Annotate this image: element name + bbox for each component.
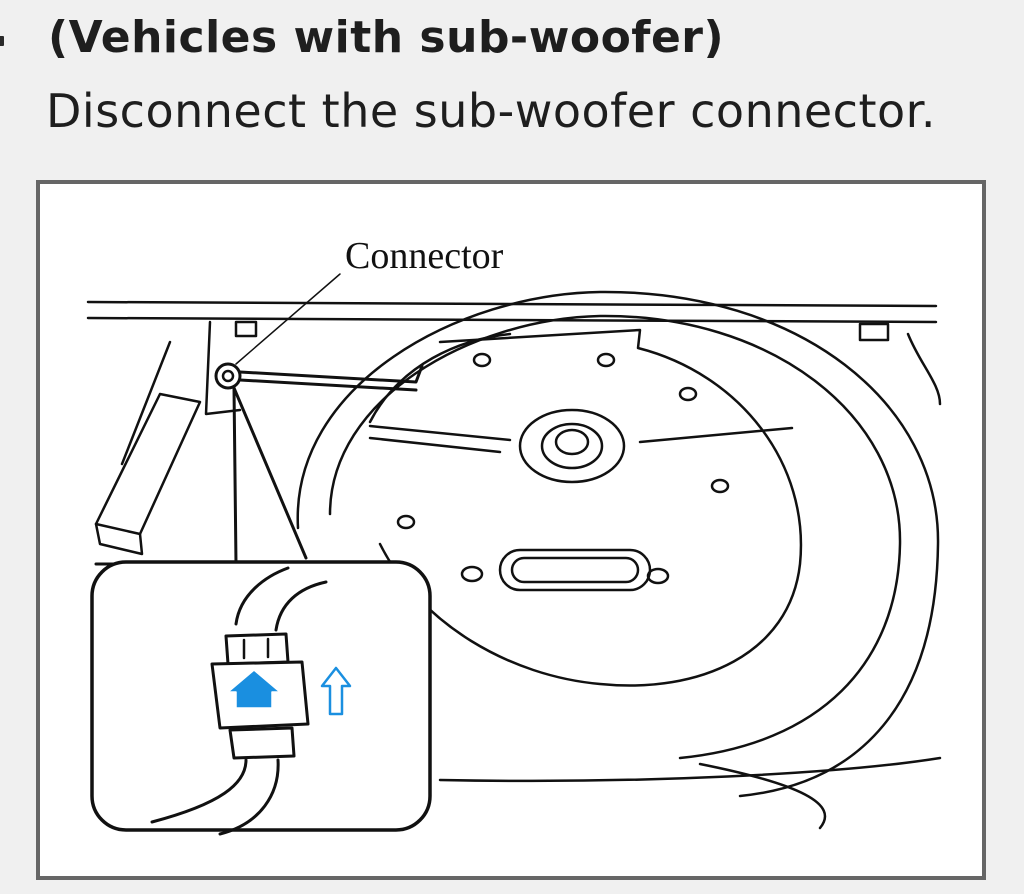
trim-panel-left-bottom [94,522,144,556]
lug-hole [710,478,730,494]
list-bullet [0,36,4,46]
wheel-rim [378,328,803,687]
connector-callout-label: Connector [345,235,504,277]
wheel-contour-left-2 [368,436,502,454]
connector-clip [214,362,242,390]
lug-hole [460,565,484,583]
zoom-pointer-right [232,386,308,560]
inset-connector-plug [228,726,296,760]
floor-curve [698,762,827,830]
trunk-tab [858,322,890,342]
tire-outer-edge [296,290,940,798]
wheel-hub-outer [518,408,626,484]
inset-cable-bottom-edge [218,758,280,836]
step-heading: (Vehicles with sub-woofer) [48,12,725,63]
lug-hole [472,352,492,368]
step-instruction: Disconnect the sub-woofer connector. [46,84,936,138]
trunk-edge-lower [86,316,938,324]
lug-hole [396,514,416,530]
connector-illustration: Connector [36,180,986,880]
tire-inner-edge [328,314,902,760]
trunk-side-contour [906,332,942,406]
wheel-hub-middle [540,422,604,470]
trim-bracket [204,320,242,416]
wheel-contour-right [638,426,794,444]
inset-cable-top [234,566,290,626]
sub-woofer-cable-edge [238,378,418,392]
wheel-rim-edge [368,332,512,424]
inset-cable-top-edge [274,580,328,632]
inset-connector-cap [224,632,290,666]
floor-line [438,756,942,783]
wheel-contour-left [368,424,512,442]
inset-cable-bottom [150,758,248,824]
trunk-tab [234,320,258,338]
sub-woofer-cable [238,364,424,384]
trim-panel-edge [120,340,172,466]
lug-hole [596,352,616,368]
lock-release-arrow-icon [227,669,281,709]
wheel-oval-slot-inner [510,556,640,584]
wheel-hub-bolt [554,428,590,456]
lug-hole [678,386,698,402]
trim-panel-left [94,392,202,536]
wheel-oval-slot [498,548,652,592]
connector-clip-center [221,369,235,383]
pull-direction-arrow-icon [320,666,352,716]
